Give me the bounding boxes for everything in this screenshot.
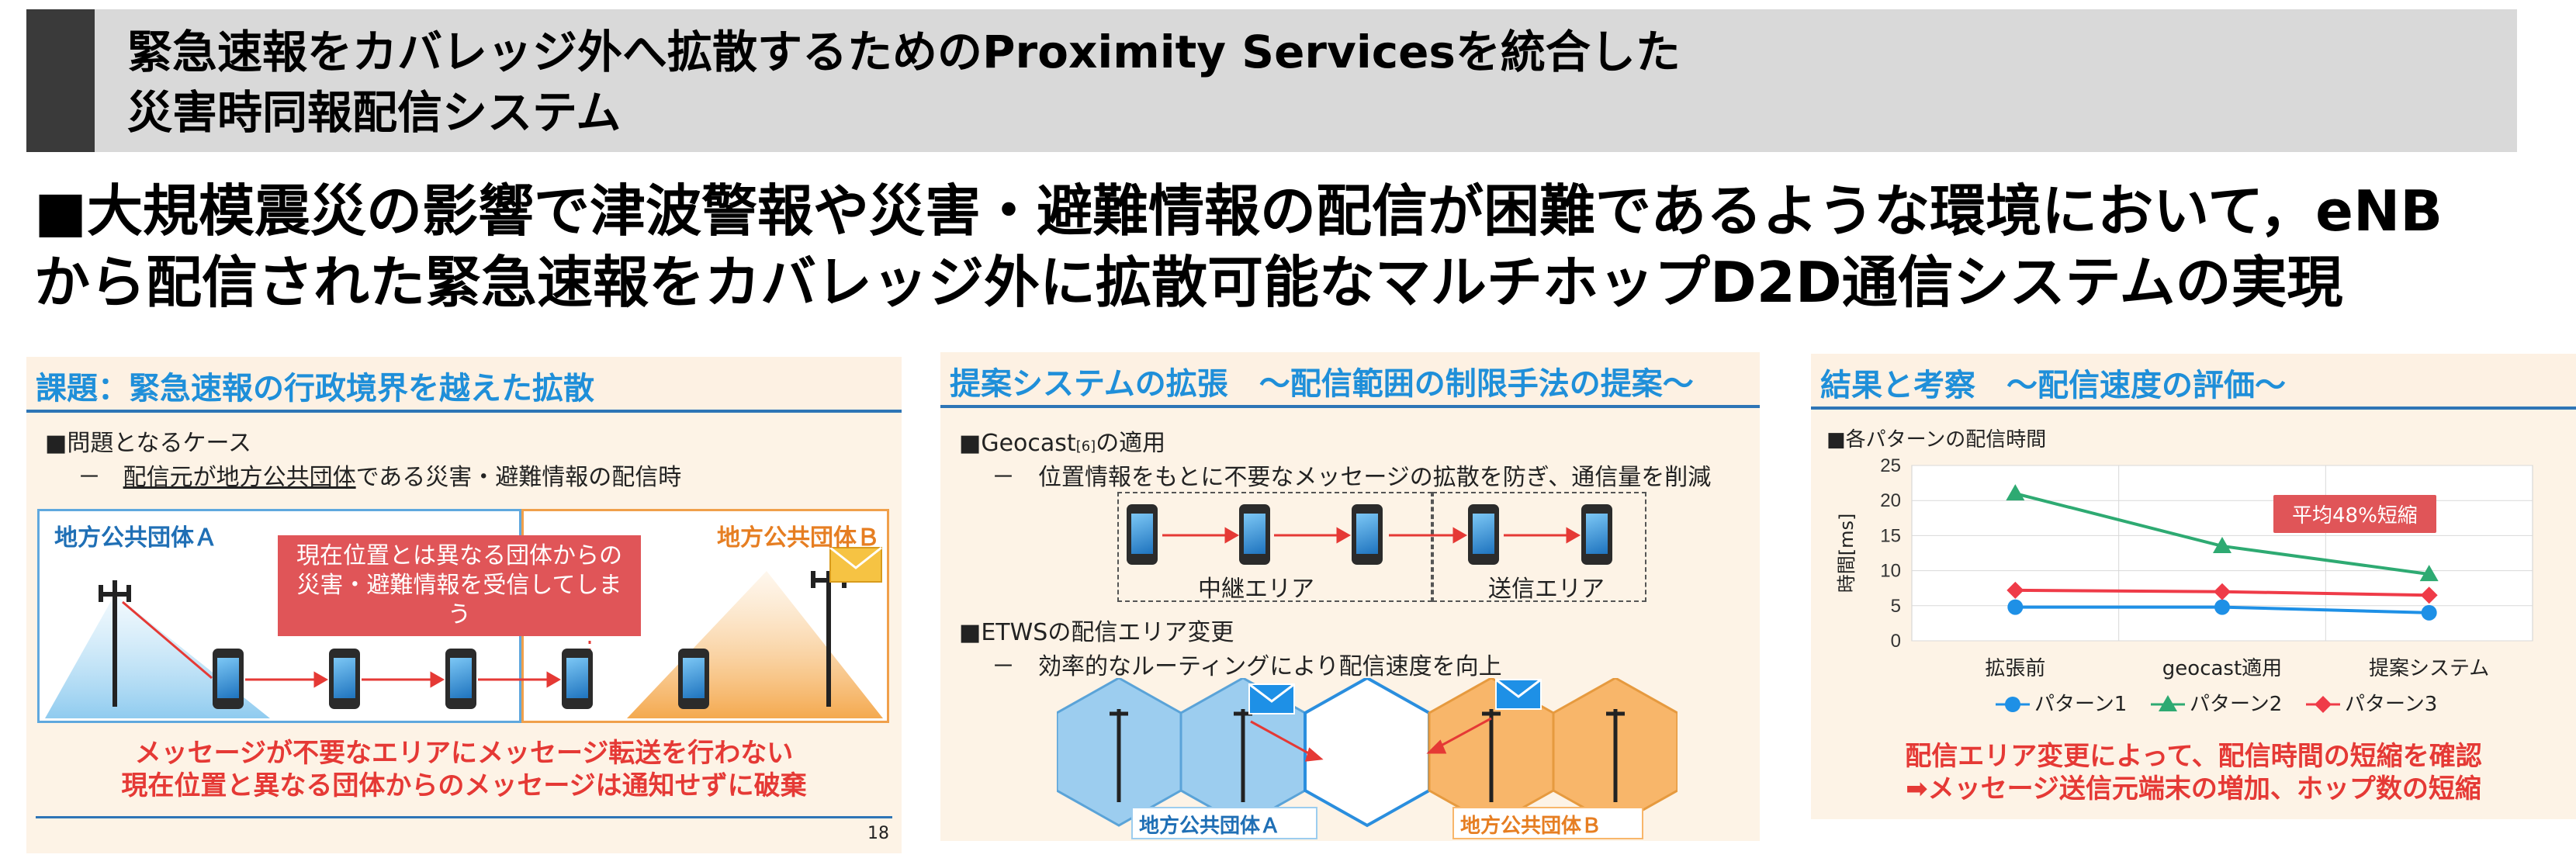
panel-problem-header: 課題：緊急速報の行政境界を越えた拡散 bbox=[26, 357, 902, 413]
phone-icon bbox=[445, 649, 476, 709]
region-b-label: 地方公共団体Ｂ bbox=[1460, 815, 1602, 838]
x-tick-label: geocast適用 bbox=[2162, 657, 2282, 680]
panel-problem: 課題：緊急速報の行政境界を越えた拡散 ■問題となるケース － 配信元が地方公共団… bbox=[26, 357, 902, 853]
data-point bbox=[2006, 581, 2024, 599]
y-tick-label: 10 bbox=[1880, 561, 1901, 582]
problem-note-line-1: メッセージが不要なエリアにメッセージ転送を行わない bbox=[134, 738, 794, 769]
data-point bbox=[2007, 599, 2024, 615]
data-point bbox=[2214, 599, 2230, 615]
x-tick-label: 拡張前 bbox=[1985, 657, 2045, 680]
envelope-icon bbox=[1495, 678, 1542, 710]
region-b-label: 地方公共団体Ｂ bbox=[717, 524, 880, 552]
problem-bullet: ■問題となるケース bbox=[45, 430, 251, 457]
phone-icon bbox=[1239, 504, 1270, 565]
data-point bbox=[2159, 695, 2177, 711]
delivery-time-chart: 0 5 10 15 20 25 拡張前 geocast適用 提案システム 時間[ms] パターン1 パ… bbox=[1836, 455, 2533, 716]
geocast-bullet-tail: の適用 bbox=[1096, 430, 1166, 457]
y-tick-label: 15 bbox=[1880, 525, 1901, 546]
results-conclusion-line-2: ➡メッセージ送信元端末の増加、ホップ数の短縮 bbox=[1906, 773, 2481, 804]
data-point bbox=[2005, 697, 2020, 712]
data-point bbox=[2420, 586, 2438, 604]
data-point bbox=[2419, 565, 2439, 582]
panel-results-header: 結果と考察 ～配信速度の評価～ bbox=[1811, 354, 2576, 410]
geocast-ref: [6] bbox=[1075, 438, 1096, 455]
relay-arrows bbox=[1162, 527, 1581, 544]
phone-icon bbox=[213, 649, 244, 709]
send-area-box bbox=[1432, 492, 1646, 602]
phone-icon bbox=[678, 649, 709, 709]
title-line-2: 災害時同報配信システム bbox=[127, 86, 621, 139]
phone-icon bbox=[1352, 504, 1383, 565]
legend-label: パターン1 bbox=[2034, 693, 2127, 716]
region-a-label: 地方公共団体Ａ bbox=[54, 524, 217, 552]
results-bullet: ■各パターンの配信時間 bbox=[1826, 428, 2047, 451]
data-point bbox=[2315, 696, 2332, 713]
data-point bbox=[2214, 583, 2231, 600]
tower-a-icon bbox=[99, 580, 131, 707]
legend-label: パターン3 bbox=[2345, 693, 2437, 716]
relay-area-label: 中継エリア bbox=[1198, 576, 1314, 603]
problem-note: メッセージが不要なエリアにメッセージ転送を行わない 現在位置と異なる団体からのメ… bbox=[26, 737, 902, 802]
data-point bbox=[2213, 536, 2231, 553]
panel-proposal: 提案システムの拡張 ～配信範囲の制限手法の提案～ ■Geocast[6]の適用 … bbox=[940, 352, 1760, 841]
results-conclusion-line-1: 配信エリア変更によって、配信時間の短縮を確認 bbox=[1905, 741, 2482, 772]
data-point bbox=[2006, 484, 2025, 501]
phone-icon bbox=[562, 649, 593, 709]
data-point bbox=[2421, 604, 2437, 621]
geocast-sub: － 位置情報をもとに不要なメッセージの拡散を防ぎ、通信量を削減 bbox=[992, 464, 1712, 491]
problem-callout: 現在位置とは異なる団体からの 災害・避難情報を受信してしまう bbox=[278, 535, 641, 636]
callout-line-2: 災害・避難情報を受信してしまう bbox=[296, 572, 622, 628]
problem-sub-dash: － bbox=[78, 464, 101, 491]
x-tick-label: 提案システム bbox=[2369, 657, 2489, 680]
etws-bullet: ■ETWSの配信エリア変更 bbox=[959, 619, 1234, 646]
results-conclusion: 配信エリア変更によって、配信時間の短縮を確認 ➡メッセージ送信元端末の増加、ホッ… bbox=[1811, 740, 2576, 805]
reduction-badge: 平均48%短縮 bbox=[2273, 495, 2436, 533]
region-a-tag bbox=[1131, 807, 1317, 839]
title-bar: 緊急速報をカバレッジ外へ拡散するためのProximity Servicesを統合… bbox=[26, 9, 2517, 152]
y-tick-label: 0 bbox=[1891, 631, 1901, 652]
page-number: 18 bbox=[867, 824, 889, 843]
envelope-icon bbox=[829, 546, 882, 583]
region-a-label: 地方公共団体Ａ bbox=[1139, 815, 1281, 838]
relay-area-box bbox=[1117, 492, 1432, 602]
panel-results-heading: 結果と考察 ～配信速度の評価～ bbox=[1820, 368, 2286, 403]
y-tick-label: 5 bbox=[1891, 596, 1901, 617]
problem-sub-rest: である災害・避難情報の配信時 bbox=[355, 464, 682, 491]
legend-label: パターン2 bbox=[2190, 693, 2282, 716]
lead-line-1: ■大規模震災の影響で津波警報や災害・避難情報の配信が困難であるような環境において… bbox=[34, 178, 2443, 244]
y-axis-label: 時間[ms] bbox=[1836, 514, 1858, 593]
phone-icon bbox=[1581, 504, 1612, 565]
title-line-1: 緊急速報をカバレッジ外へ拡散するためのProximity Servicesを統合… bbox=[127, 26, 1681, 78]
y-tick-label: 20 bbox=[1880, 490, 1901, 511]
panel-problem-heading: 課題：緊急速報の行政境界を越えた拡散 bbox=[36, 371, 594, 407]
problem-note-line-2: 現在位置と異なる団体からのメッセージは通知せずに破棄 bbox=[121, 770, 807, 801]
phone-icon bbox=[1127, 504, 1158, 565]
envelope-icon bbox=[1248, 683, 1295, 714]
callout-line-1: 現在位置とは異なる団体からの bbox=[296, 542, 622, 569]
hex-cells bbox=[1057, 678, 1678, 828]
title-accent bbox=[26, 9, 95, 152]
coverage-b bbox=[627, 571, 883, 718]
geocast-bullet: ■Geocast[6]の適用 bbox=[959, 424, 1165, 458]
send-area-label: 送信エリア bbox=[1488, 576, 1605, 603]
phone-icon bbox=[329, 649, 360, 709]
problem-sub: － 配信元が地方公共団体である災害・避難情報の配信時 bbox=[78, 458, 681, 492]
panel-proposal-header: 提案システムの拡張 ～配信範囲の制限手法の提案～ bbox=[940, 352, 1760, 408]
y-tick-label: 25 bbox=[1880, 455, 1901, 476]
relay-arrows bbox=[122, 600, 591, 688]
panel-proposal-heading: 提案システムの拡張 ～配信範囲の制限手法の提案～ bbox=[950, 366, 1694, 402]
lead-line-2: から配信された緊急速報をカバレッジ外に拡散可能なマルチホップD2D通信システムの… bbox=[34, 250, 2343, 315]
hex-cell-border bbox=[1304, 678, 1431, 828]
phone-icon bbox=[1468, 504, 1499, 565]
etws-sub: － 効率的なルーティングにより配信速度を向上 bbox=[992, 653, 1502, 680]
region-b-tag bbox=[1452, 807, 1643, 839]
geocast-bullet-main: ■Geocast bbox=[959, 430, 1076, 457]
footer-rule bbox=[36, 816, 892, 818]
panel-results: 結果と考察 ～配信速度の評価～ ■各パターンの配信時間 0 5 10 15 20 25 拡張… bbox=[1811, 354, 2576, 819]
problem-sub-underlined: 配信元が地方公共団体 bbox=[123, 464, 356, 491]
